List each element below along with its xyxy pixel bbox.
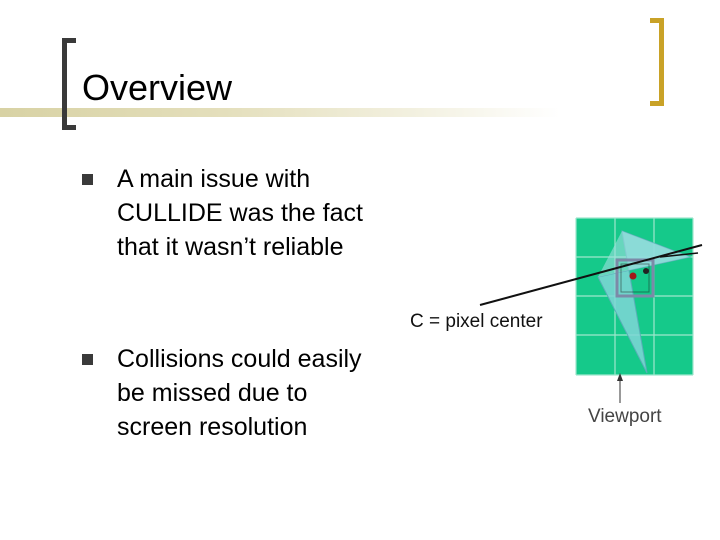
- bullet-square-icon: [82, 174, 93, 185]
- highlighted-pixel: [615, 258, 655, 298]
- pixel-center-label: C = pixel center: [410, 311, 543, 332]
- bullet-text-2: Collisions could easily be missed due to…: [117, 345, 362, 441]
- right-bracket-decoration: [650, 18, 664, 106]
- ray-point-dot: [643, 268, 649, 274]
- viewport-label: Viewport: [588, 406, 662, 427]
- ray-line: [479, 244, 703, 306]
- ray-line-secondary: [659, 252, 699, 258]
- viewport-pointer-arrow-icon: [617, 373, 623, 381]
- bullet-text-1: A main issue with CULLIDE was the fact t…: [117, 165, 363, 261]
- bullet-square-icon: [82, 354, 93, 365]
- slide-title: Overview: [82, 67, 233, 108]
- left-bracket-decoration: [62, 38, 76, 130]
- viewport-diagram: C = pixel center Viewport: [410, 217, 703, 427]
- title-underline-bar: [0, 108, 560, 117]
- pixel-center-dot: [629, 272, 637, 280]
